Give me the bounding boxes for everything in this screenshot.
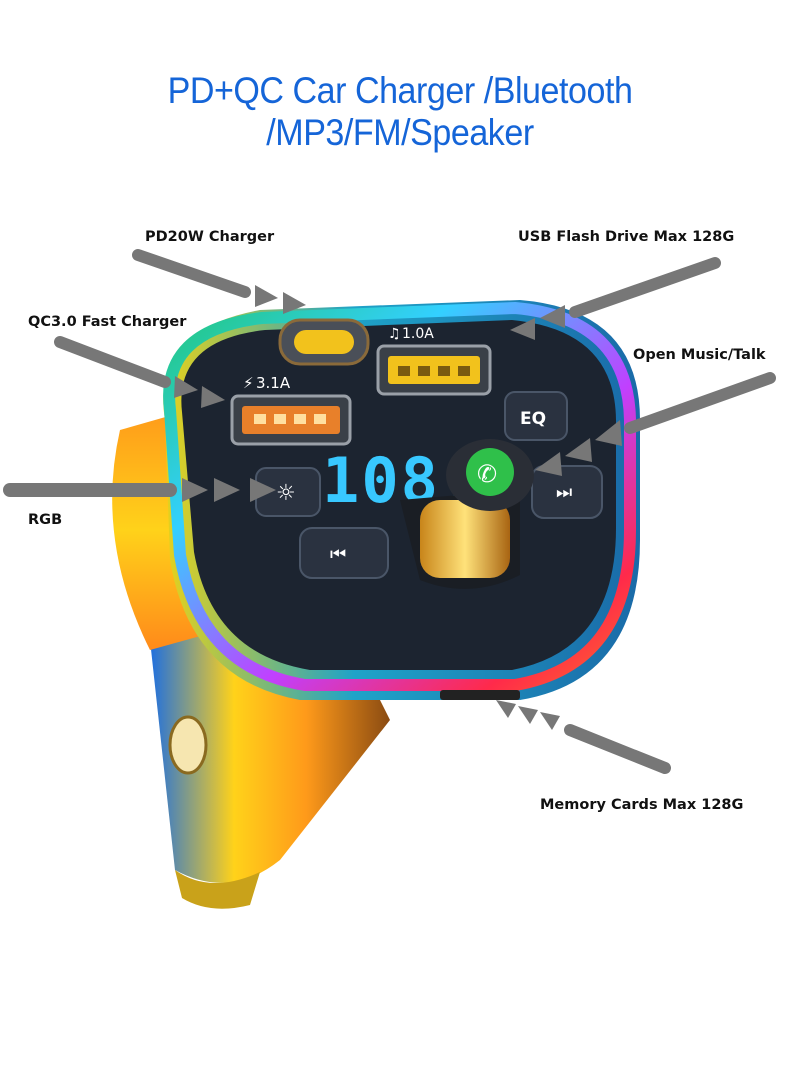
label-qc30-fast-charger: QC3.0 Fast Charger bbox=[28, 314, 187, 330]
music-note-icon: ♫ bbox=[388, 326, 401, 342]
label-pd20w-charger: PD20W Charger bbox=[145, 229, 275, 245]
label-rgb: RGB bbox=[28, 512, 63, 528]
arrow-usb-flash bbox=[510, 257, 721, 340]
label-open-music-talk: Open Music/Talk bbox=[633, 347, 766, 363]
brightness-icon: ☼ bbox=[276, 481, 296, 506]
usb-a-port-right bbox=[376, 344, 492, 396]
control-knob: ✆ bbox=[400, 439, 534, 589]
previous-track-icon: ⏮ bbox=[330, 544, 346, 565]
svg-text:EQ: EQ bbox=[520, 409, 546, 429]
rgb-button: ☼ bbox=[255, 467, 321, 517]
usb-left-rating: 3.1A bbox=[256, 374, 291, 392]
arrow-pd20w bbox=[132, 249, 306, 314]
usb-a-port-left bbox=[230, 394, 352, 446]
memory-card-slot bbox=[440, 690, 520, 700]
label-memory-cards: Memory Cards Max 128G bbox=[540, 797, 744, 813]
arrow-memory-cards bbox=[496, 700, 671, 774]
usb-c-port bbox=[278, 318, 370, 366]
lightning-icon: ⚡ bbox=[243, 374, 254, 392]
arrow-open-music bbox=[535, 372, 776, 476]
page-title: PD+QC Car Charger /Bluetooth /MP3/FM/Spe… bbox=[167, 70, 633, 153]
next-track-icon: ⏭ bbox=[556, 482, 572, 503]
label-usb-flash-drive: USB Flash Drive Max 128G bbox=[518, 229, 735, 245]
arrow-rgb bbox=[3, 478, 276, 502]
arrow-qc30 bbox=[54, 336, 225, 408]
previous-track-button: ⏮ bbox=[299, 527, 389, 579]
phone-icon: ✆ bbox=[477, 460, 497, 488]
eq-button: EQ bbox=[504, 391, 568, 441]
next-track-button: ⏭ bbox=[531, 465, 603, 519]
usb-right-rating: 1.0A bbox=[402, 326, 434, 342]
